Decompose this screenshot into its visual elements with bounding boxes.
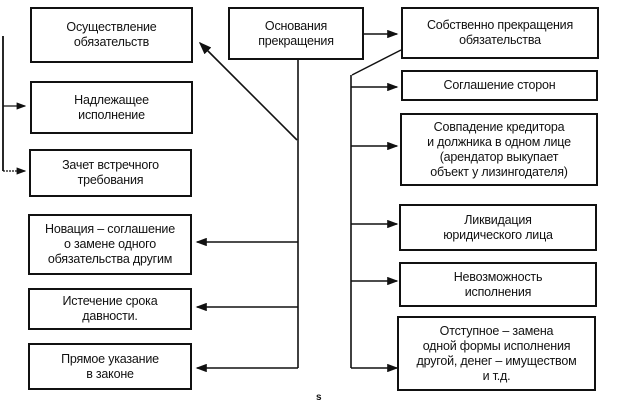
center-node: Основания прекращения bbox=[228, 7, 364, 60]
right-node-3: Совпадение кредитора и должника в одном … bbox=[400, 113, 598, 186]
right-node-5: Невозможность исполнения bbox=[399, 262, 597, 307]
right-node-1: Собственно прекращения обязательства bbox=[401, 7, 599, 59]
left-node-label: Истечение срока давности. bbox=[62, 294, 158, 323]
left-node-4: Новация – соглашение о замене одного обя… bbox=[28, 214, 192, 275]
left-node-6: Прямое указание в законе bbox=[28, 343, 192, 390]
right-node-label: Невозможность исполнения bbox=[453, 269, 543, 299]
right-node-label: Собственно прекращения обязательства bbox=[426, 18, 574, 47]
left-node-label: Прямое указание в законе bbox=[61, 351, 159, 381]
right-node-label: Ликвидация юридического лица bbox=[443, 212, 553, 242]
left-node-label: Зачет встречного требования bbox=[62, 158, 159, 187]
edge-r1-trunk bbox=[351, 49, 402, 76]
right-node-label: Отступное – замена одной формы исполнени… bbox=[416, 323, 577, 383]
left-node-2: Надлежащее исполнение bbox=[30, 81, 193, 134]
right-node-label: Совпадение кредитора и должника в одном … bbox=[427, 119, 571, 179]
left-node-label: Надлежащее исполнение bbox=[74, 92, 149, 122]
left-node-label: Осуществление обязательств bbox=[66, 20, 157, 49]
right-node-6: Отступное – замена одной формы исполнени… bbox=[397, 316, 596, 391]
left-node-1: Осуществление обязательств bbox=[30, 7, 193, 63]
left-node-label: Новация – соглашение о замене одного обя… bbox=[45, 222, 175, 266]
left-node-5: Истечение срока давности. bbox=[28, 288, 192, 330]
edge-center-l1 bbox=[198, 41, 298, 141]
left-node-3: Зачет встречного требования bbox=[29, 149, 192, 197]
right-node-2: Соглашение сторон bbox=[401, 70, 598, 101]
right-node-label: Соглашение сторон bbox=[443, 78, 556, 92]
right-node-4: Ликвидация юридического лица bbox=[399, 204, 597, 251]
footer-mark: s bbox=[316, 392, 322, 403]
center-node-label: Основания прекращения bbox=[258, 18, 334, 48]
